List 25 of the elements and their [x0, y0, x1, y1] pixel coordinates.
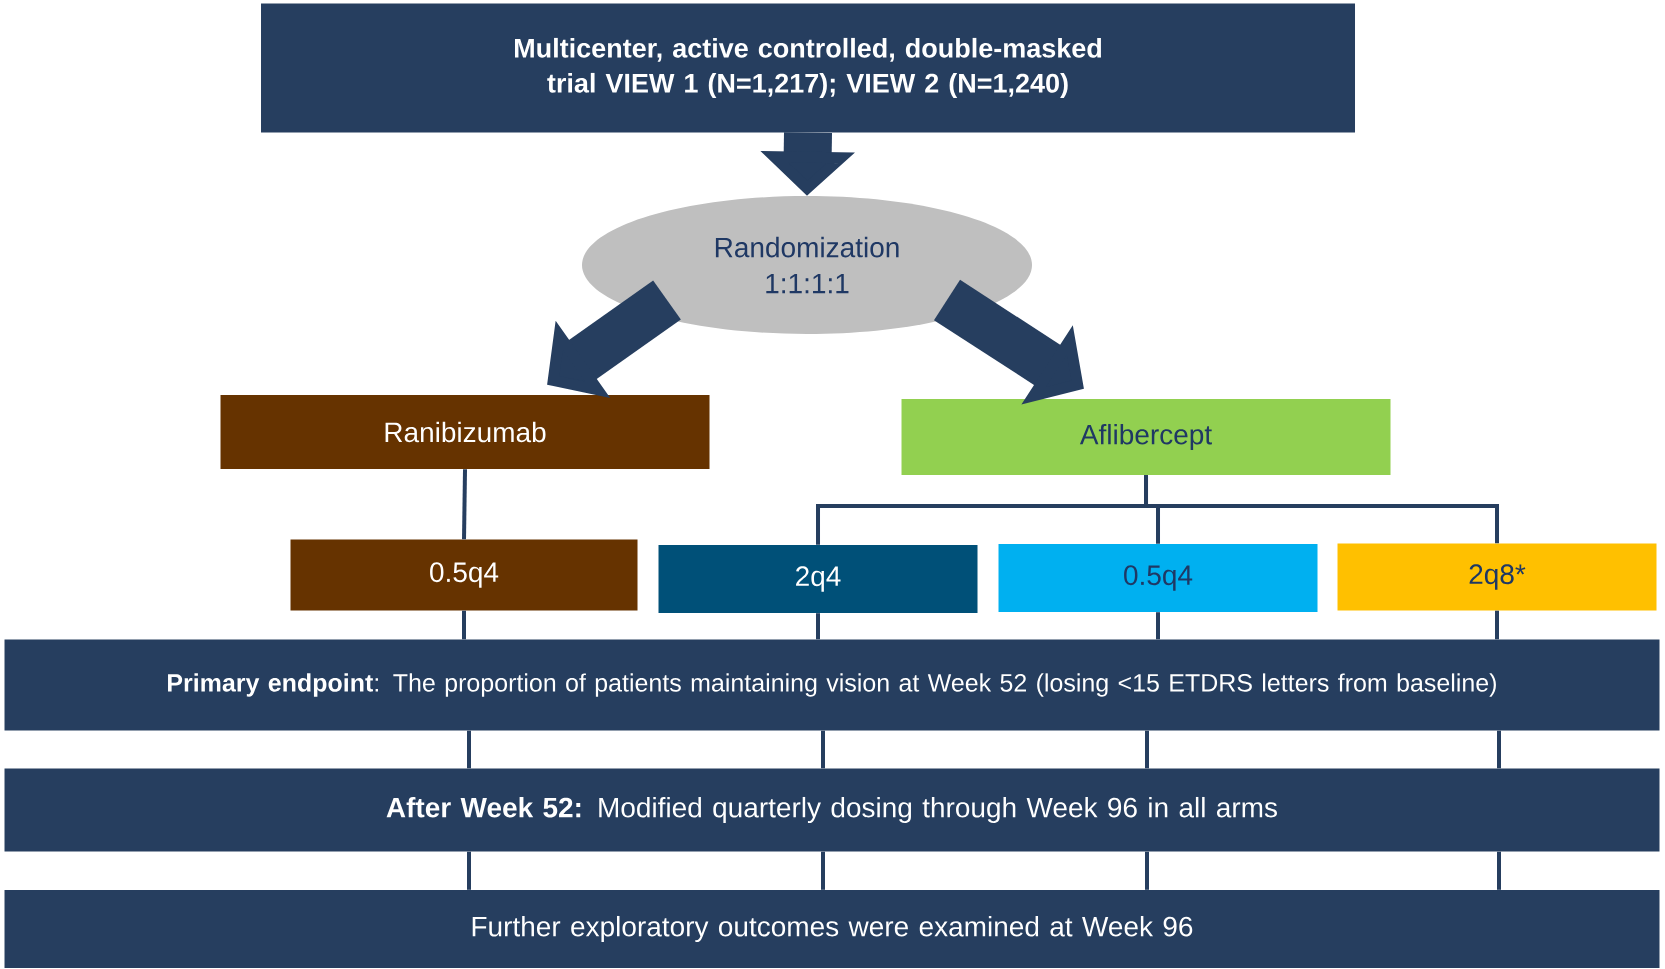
dose-box: 2q8* — [1337, 543, 1657, 611]
bracket-line — [1144, 475, 1499, 544]
connector-line — [1497, 730, 1501, 769]
connector-line — [821, 851, 825, 890]
dose-box: 0.5q4 — [998, 544, 1318, 612]
block-arrow — [547, 280, 681, 398]
connector-line — [1156, 612, 1160, 640]
dose-box: 0.5q4 — [290, 539, 638, 611]
connector-line — [462, 469, 467, 540]
connector-line — [821, 730, 825, 769]
endpoint-band: Primary endpoint: The proportion of patients maintaining vision at Week 52 (losing <15 ETDRS letters from baseline) — [4, 639, 1660, 731]
outcome-band: Further exploratory outcomes were examined at Week 96 — [4, 890, 1660, 968]
connector-line — [1145, 851, 1149, 890]
phase-band: After Week 52: Modified quarterly dosing through Week 96 in all arms — [4, 768, 1660, 852]
dose-box: 2q4 — [658, 545, 978, 613]
connector-line — [816, 613, 820, 640]
connector-line — [467, 730, 471, 769]
connector-line — [1495, 610, 1499, 640]
connector-line — [462, 610, 466, 640]
connector-line — [1145, 730, 1149, 769]
connector-line — [1497, 851, 1501, 890]
connector-line — [467, 851, 471, 890]
drug-box: Aflibercept — [901, 399, 1391, 475]
title-box: Multicenter, active controlled, double-masked trial VIEW 1 (N=1,217); VIEW 2 (N=1,240) — [261, 3, 1355, 133]
drug-box: Ranibizumab — [220, 395, 710, 469]
